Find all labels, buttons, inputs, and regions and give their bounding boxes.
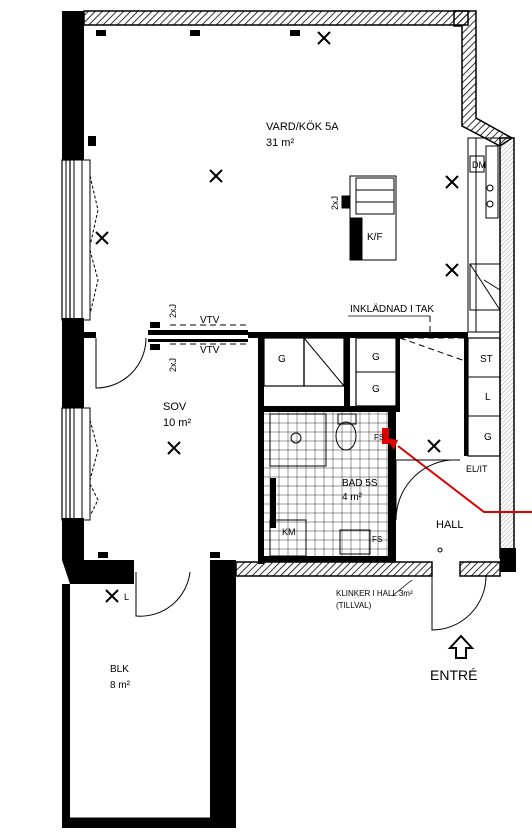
fixture-labels: K/F VTV VTV 2xJ 2xJ 2xJ INKLÄDNAD I TAK … (124, 160, 493, 683)
label-g3: G (372, 384, 380, 395)
kitchen-counter (467, 137, 501, 333)
label-inkladnad: INKLÄDNAD I TAK (350, 303, 434, 315)
room-area-bedroom: 10 m² (163, 417, 191, 429)
label-tillval: (TILLVAL) (336, 601, 372, 610)
room-name-hall: HALL (436, 519, 464, 531)
room-area-balcony: 8 m² (110, 680, 131, 691)
room-name-living: VARD/KÖK 5A (266, 121, 339, 133)
dashed-lines (170, 316, 469, 363)
label-fs2: FS (372, 535, 382, 544)
windows (65, 159, 99, 521)
exterior-walls (61, 10, 516, 828)
label-vtv-bottom: VTV (200, 345, 220, 356)
room-name-balcony: BLK (110, 664, 129, 675)
label-2xj-a: 2xJ (330, 196, 340, 210)
vent-marks (88, 30, 300, 558)
label-vtv-top: VTV (200, 315, 220, 326)
doors (95, 337, 487, 631)
room-name-bedroom: SOV (163, 401, 187, 413)
label-km: KM (282, 527, 296, 537)
bathroom (264, 412, 388, 557)
label-2xj-b: 2xJ (168, 304, 178, 318)
room-name-bath: BAD 5S (342, 478, 378, 489)
label-blk-l: L (124, 592, 129, 602)
label-dm: DM (472, 160, 486, 170)
light-fixtures (95, 31, 459, 603)
label-g4: G (484, 432, 492, 443)
label-entre: ENTRÉ (430, 667, 477, 683)
entry-arrow-icon (447, 634, 475, 659)
room-area-bath: 4 m² (342, 492, 363, 503)
room-area-living: 31 m² (266, 137, 294, 149)
highlight-marker (382, 428, 532, 513)
kitchen-island (341, 175, 397, 261)
room-labels: VARD/KÖK 5A 31 m² SOV 10 m² BAD 5S 4 m² … (110, 121, 464, 691)
interior-walls (84, 330, 501, 564)
label-st: ST (480, 354, 493, 365)
label-g1: G (278, 354, 286, 365)
label-2xj-c: 2xJ (168, 358, 178, 372)
label-g2: G (372, 352, 380, 363)
label-el-it: EL/IT (466, 464, 488, 474)
label-fs1: FS (374, 433, 384, 442)
label-klinker: KLINKER I HALL 3m² (336, 589, 413, 598)
label-kf: K/F (367, 232, 383, 243)
label-l: L (485, 392, 491, 403)
